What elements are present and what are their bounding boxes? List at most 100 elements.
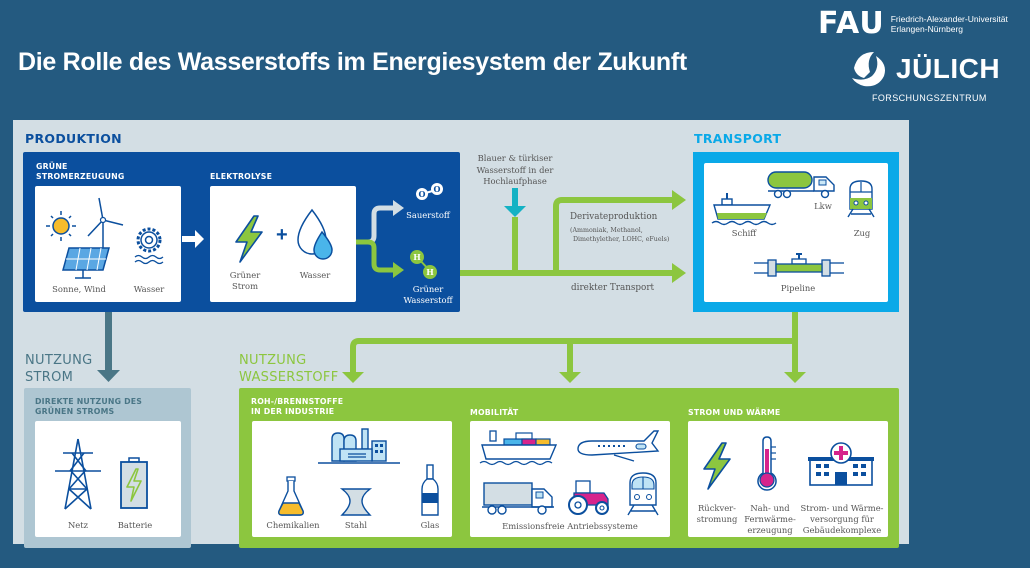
caption-gebaeudeversorgung: Strom- und Wärme- versorgung für Gebäude… (798, 503, 886, 536)
caption-chemikalien: Chemikalien (266, 520, 320, 530)
derivate-detail: (Ammoniak, Methanol, Dimethylether, LOHC… (570, 227, 669, 244)
derivate-detail-line2: Dimethylether, LOHC, eFuels) (573, 235, 670, 243)
nutzung-wasserstoff-label-line2: WASSERSTOFF (239, 370, 339, 385)
page-title: Die Rolle des Wasserstoffs im Energiesys… (18, 48, 687, 76)
industrie-box: Chemikalien Stahl Glas (252, 421, 452, 537)
strom-flow-arrowhead (97, 370, 120, 382)
ship-icon (711, 193, 777, 226)
hydrogen-flow-arrowhead (393, 262, 404, 278)
oxygen-flow-line (356, 205, 394, 245)
derivate-flow-line (553, 197, 675, 273)
usage-distribution-line (350, 338, 795, 372)
oxygen-molecule-icon: O O (416, 183, 443, 200)
caption-gruener-strom-line2: Strom (231, 281, 259, 291)
direkte-nutzung-line1: DIREKTE NUTZUNG DES (35, 397, 143, 406)
water-wheel-icon (134, 227, 164, 265)
caption-rueckverstromung: Rückver- stromung (688, 503, 746, 525)
caption-nah-fernwaerme-line3: erzeugung (747, 525, 793, 535)
caption-emissionsfreie-antriebssysteme: Emissionsfreie Antriebssysteme (502, 521, 638, 531)
bottle-icon (421, 464, 439, 516)
transport-inner-box: Lkw Schiff Zug Pipeline (704, 163, 888, 302)
lightning-icon (703, 442, 731, 490)
caption-gruener-wasserstoff-line2: Wasserstoff (403, 295, 453, 305)
juelich-logo-name: JÜLICH (896, 53, 1001, 84)
split-arrows (356, 200, 404, 278)
caption-nah-fernwaerme-line2: Fernwärme- (744, 514, 796, 524)
caption-pipeline: Pipeline (780, 283, 816, 293)
hydrogen-atom-2: H (426, 267, 434, 277)
industrie-label: ROH-/BRENNSTOFFE IN DER INDUSTRIE (251, 397, 343, 417)
fau-logo-line1: Friedrich-Alexander-Universität (890, 14, 1008, 24)
caption-gebaeudeversorgung-line1: Strom- und Wärme- (800, 503, 884, 513)
oxygen-atom-2: O (434, 184, 441, 194)
arrow-right-icon (182, 230, 204, 248)
caption-gruener-wasserstoff-line1: Grüner (412, 284, 444, 294)
sun-wind-solar-icon (46, 197, 124, 279)
direkte-nutzung-line2: GRÜNEN STROMS (35, 407, 115, 416)
container-ship-icon (479, 430, 558, 466)
gruene-stromerzeugung-label-line1: GRÜNE (36, 162, 68, 171)
power-pylon-icon (55, 438, 101, 510)
airplane-icon (577, 430, 660, 462)
derivate-flow-arrowhead (672, 190, 686, 210)
lightning-icon (235, 215, 263, 263)
hydrogen-atom-1: H (413, 252, 421, 262)
caption-wasser-strom: Wasser (133, 284, 165, 294)
tank-truck-icon (767, 171, 835, 199)
gruene-stromerzeugung-label: GRÜNE STROMERZEUGUNG (36, 162, 124, 182)
blue-turquoise-line3: Hochlaufphase (483, 176, 547, 186)
caption-lkw: Lkw (814, 201, 832, 211)
derivate-label: Derivateproduktion (570, 212, 658, 222)
pipeline-icon (754, 253, 844, 277)
gruene-stromerzeugung-box: Sonne, Wind Wasser (35, 186, 181, 302)
nutzung-wasserstoff-label-line1: NUTZUNG (239, 353, 307, 368)
strom-flow-line (105, 312, 112, 370)
train-icon (847, 180, 875, 218)
usage-right-arrowhead (784, 372, 806, 383)
fau-logo-mark: FAU (818, 6, 885, 41)
hydrogen-flow-line (356, 239, 394, 273)
caption-nah-fernwaerme-line1: Nah- und (750, 503, 790, 513)
oxygen-flow-arrowhead (393, 200, 404, 216)
elektrolyse-label: ELEKTROLYSE (210, 172, 273, 181)
caption-gruener-wasserstoff: Grüner Wasserstoff (398, 284, 458, 306)
nutzung-strom-label: NUTZUNG STROM (25, 352, 93, 386)
blue-hydrogen-line (512, 188, 518, 208)
fau-logo-line2: Erlangen-Nürnberg (890, 24, 964, 34)
plus-sign: + (276, 224, 288, 246)
oxygen-atom-1: O (419, 189, 426, 199)
derivate-detail-line1: (Ammoniak, Methanol, (570, 227, 643, 234)
caption-schiff: Schiff (731, 228, 757, 238)
elektrolyse-box: + Grüner Strom Wasser (210, 186, 356, 302)
blue-turquoise-line2: Wasserstoff in der (476, 164, 554, 175)
juelich-logo-subtitle: FORSCHUNGSZENTRUM (872, 93, 987, 103)
factory-icon (318, 428, 400, 464)
nutzung-wasserstoff-label: NUTZUNG WASSERSTOFF (239, 352, 338, 386)
train-icon (627, 472, 659, 516)
juelich-logo: JÜLICH (848, 48, 1000, 90)
strom-waerme-box: Rückver- stromung Nah- und Fernwärme- er… (688, 421, 888, 537)
direkte-nutzung-label: DIREKTE NUTZUNG DES GRÜNEN STROMS (35, 397, 142, 417)
blue-turquoise-line1: Blauer & türkiser (477, 153, 553, 163)
usage-left-arrowhead (342, 372, 364, 383)
flask-icon (278, 476, 304, 516)
nutzung-strom-inner-box: Netz Batterie (35, 421, 181, 537)
blue-turquoise-hydrogen-note: Blauer & türkiser Wasserstoff in der Hoc… (470, 153, 560, 188)
transport-label: TRANSPORT (694, 131, 782, 146)
nutzung-strom-label-line1: NUTZUNG (25, 353, 93, 368)
thermometer-icon (757, 436, 777, 491)
steel-beam-icon (339, 488, 373, 516)
mobilitaet-box: Emissionsfreie Antriebssysteme (470, 421, 670, 537)
blue-hydrogen-arrowhead (504, 206, 526, 217)
caption-wasser-elektrolyse: Wasser (299, 270, 331, 280)
caption-stahl: Stahl (344, 520, 368, 530)
caption-rueckverstromung-line2: stromung (696, 514, 738, 524)
caption-rueckverstromung-line1: Rückver- (698, 503, 736, 513)
water-drop-icon (297, 208, 333, 260)
tractor-icon (568, 480, 609, 515)
caption-gruener-strom-line1: Grüner (229, 270, 261, 280)
direct-transport-label: direkter Transport (571, 283, 655, 293)
truck-icon (482, 482, 554, 515)
hydrogen-molecule-icon: H H (410, 250, 437, 279)
